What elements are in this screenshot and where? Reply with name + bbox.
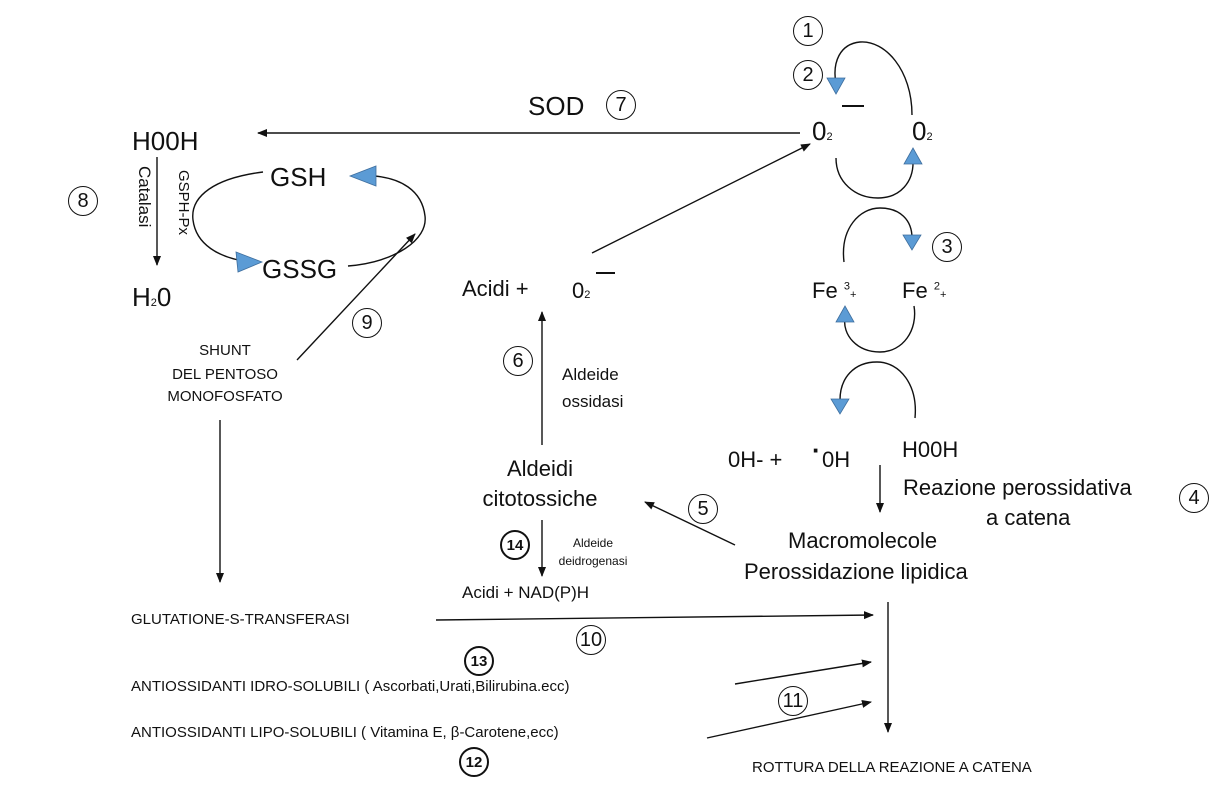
lipo-label: ANTIOSSIDANTI LIPO-SOLUBILI ( Vitamina E… — [131, 724, 559, 741]
arc-o2-bottom — [835, 157, 914, 199]
hooh-right: H00H — [902, 437, 959, 462]
step-number-13: 13 — [464, 646, 494, 676]
step-number-12: 12 — [459, 747, 489, 777]
step-number-10: 10 — [576, 625, 606, 655]
step-number-5: 5 — [688, 494, 718, 524]
aldeide-ossidasi-2: ossidasi — [562, 392, 624, 411]
arc-gssg-to-gsh — [347, 175, 426, 267]
step-number-4: 4 — [1179, 483, 1209, 513]
shunt-line-1: SHUNT — [199, 342, 251, 359]
arc-fenton — [839, 361, 916, 419]
step-number-6: 6 — [503, 346, 533, 376]
idro-label: ANTIOSSIDANTI IDRO-SOLUBILI ( Ascorbati,… — [131, 678, 570, 695]
hooh-left: H00H — [132, 126, 199, 156]
acidi-superoxide: 02 — [572, 278, 591, 303]
step-number-3: 3 — [932, 232, 962, 262]
shunt-line-2: DEL PENTOSO — [172, 366, 278, 383]
arrow-lipo — [706, 700, 872, 739]
aldeidi-line-2: citotossiche — [482, 486, 598, 511]
arc-fe-top — [842, 207, 913, 263]
catalasi-label: Catalasi — [135, 166, 154, 228]
step-number-7: 7 — [606, 90, 636, 120]
acidi-plus-label: Acidi + — [462, 276, 529, 301]
rottura-label: ROTTURA DELLA REAZIONE A CATENA — [752, 759, 1032, 776]
gsph-px-label: GSPH-Px — [175, 170, 192, 236]
h2o-label: H20 — [132, 282, 172, 312]
radical-dot: · — [812, 435, 821, 465]
superoxide-label: 02 — [812, 116, 833, 146]
aldeide-deidro-1: Aldeide — [572, 536, 614, 550]
hydroxyl-radical-label: 0H — [822, 447, 851, 472]
fe2-label: Fe 2+ — [902, 278, 947, 303]
step-number-14: 14 — [500, 530, 530, 560]
gsh-label: GSH — [270, 162, 327, 192]
blue-arrowhead-fe-bottom — [835, 305, 855, 323]
reazione-line-2: a catena — [986, 505, 1071, 530]
macro-line-2: Perossidazione lipidica — [744, 559, 968, 584]
shunt-line-3: MONOFOSFATO — [167, 388, 283, 405]
fe3-label: Fe 3+ — [812, 278, 857, 303]
arrow-idro — [734, 659, 872, 685]
gssg-label: GSSG — [262, 254, 338, 284]
arc-fe-bottom — [843, 305, 916, 353]
blue-arrowhead-gsh — [348, 165, 377, 187]
step-number-9: 9 — [352, 308, 382, 338]
blue-arrowhead-gssg — [235, 251, 264, 273]
reazione-line-1: Reazione perossidativa — [903, 475, 1132, 500]
arrow-glutatione — [435, 611, 874, 621]
blue-arrowhead-fe-top — [902, 234, 922, 251]
sod-label: SOD — [528, 91, 585, 121]
glutatione-label: GLUTATIONE-S-TRANSFERASI — [131, 611, 350, 628]
step-number-2: 2 — [793, 60, 823, 90]
acidi-nadph-label: Acidi + NAD(P)H — [462, 583, 590, 602]
step-number-11: 11 — [778, 686, 808, 716]
blue-arrowhead-fenton — [830, 398, 850, 415]
oxygen-label: 02 — [912, 116, 933, 146]
arrow-shunt-to-cycle — [296, 233, 416, 361]
aldeide-deidro-2: deidrogenasi — [558, 554, 628, 568]
step-number-8: 8 — [68, 186, 98, 216]
hydroxide-label: 0H- + — [728, 447, 783, 472]
arc-o2-top — [834, 41, 913, 116]
arc-gsh-to-gssg — [192, 171, 264, 263]
blue-arrowhead-o2-bottom — [903, 147, 923, 165]
aldeidi-line-1: Aldeidi — [506, 456, 574, 481]
macro-line-1: Macromolecole — [788, 528, 938, 553]
blue-arrowhead-o2-top — [826, 77, 846, 95]
aldeide-ossidasi-1: Aldeide — [562, 365, 619, 384]
arrow-acidi-to-o2 — [591, 143, 811, 254]
arrow-macro-to-aldeidi — [644, 501, 736, 546]
step-number-1: 1 — [793, 16, 823, 46]
